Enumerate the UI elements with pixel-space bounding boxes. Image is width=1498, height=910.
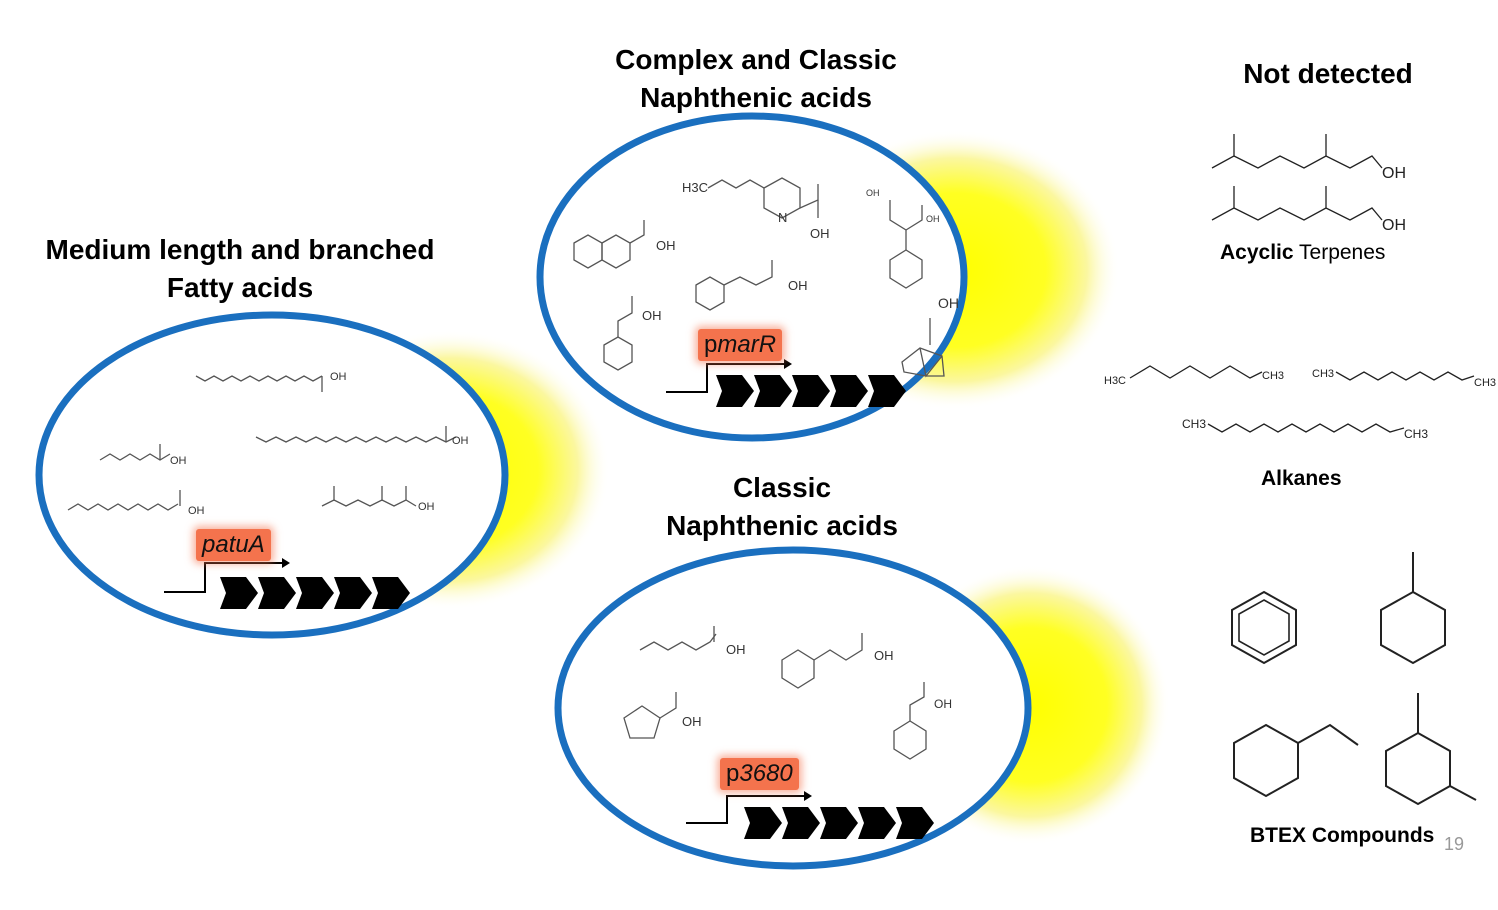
oh-label-1: OH (330, 371, 347, 383)
promoter-label-patuA: patuA (196, 529, 271, 561)
oh-label-10: OH (938, 295, 959, 311)
cyclopentane-acid (659, 692, 677, 719)
oh-label-terpene-2: OH (1382, 217, 1406, 234)
ch3-label-alkane-5: CH3 (1404, 427, 1428, 441)
molecule-butyl-pyridine (707, 179, 765, 189)
promoter-p3680-prefix: p (726, 760, 740, 787)
benzene (1231, 590, 1297, 665)
phenyl-ring-2 (781, 649, 815, 689)
arrowhead-fatty (282, 558, 290, 568)
fatty-acids-title: Medium length and branched Fatty acids (20, 231, 460, 307)
operon-fatty (220, 577, 410, 609)
tetralin-ring-b (601, 234, 631, 269)
complex-title-line1: Complex and Classic (615, 44, 897, 75)
not-detected-title: Not detected (1243, 58, 1413, 89)
phenyl-chain-2 (813, 633, 863, 661)
promoter-pmarR-text: marR (717, 331, 777, 358)
oh-label-15: OH (682, 714, 702, 729)
h3c-label-1: H3C (682, 180, 708, 195)
acyclic-bold: Acyclic (1220, 241, 1294, 264)
cyclohexyl-chain-2 (909, 682, 925, 721)
cyclohexyl-succinic-chain-2 (905, 205, 923, 231)
oh-label-16: OH (934, 697, 952, 711)
oh-label-13: OH (726, 642, 746, 657)
promoter-pmarR-prefix: p (704, 331, 718, 358)
ch3-label-alkane-1: CH3 (1262, 370, 1284, 382)
ch3-label-alkane-4: CH3 (1182, 417, 1206, 431)
classic-naphthenic-title: Classic Naphthenic acids (632, 469, 932, 545)
operon-complex (716, 375, 906, 407)
oh-label-5: OH (418, 501, 435, 513)
ch3-label-alkane-3: CH3 (1474, 377, 1496, 389)
alkanes-label: Alkanes (1261, 467, 1342, 490)
promoter-label-pmarR: pmarR (698, 329, 783, 361)
promoter-label-p3680: p3680 (720, 758, 799, 790)
toluene (1380, 590, 1446, 665)
terpene-2-chain (1233, 207, 1383, 221)
terpene-1-chain (1233, 155, 1383, 169)
promoter-p3680-text: 3680 (739, 760, 793, 787)
oh-label-14: OH (874, 648, 894, 663)
promoter-patuA-text: patuA (202, 531, 265, 558)
fatty-title-line2: Fatty acids (166, 272, 314, 303)
cyclohexyl-succinic-chain (889, 200, 907, 250)
oh-label-11: OH (866, 188, 880, 198)
phenylpropanoic-ring (695, 276, 725, 311)
molecule-long-chain-1 (195, 375, 323, 382)
alkane-hexane (1129, 365, 1263, 379)
oh-label-7: OH (656, 238, 676, 253)
ethylbenzene (1233, 723, 1299, 798)
btex-label: BTEX Compounds (1250, 824, 1435, 847)
benzene-inner (1238, 599, 1290, 656)
arrowhead-classic (804, 791, 812, 801)
terpene-1 (1211, 134, 1235, 169)
molecule-decanoic (67, 503, 179, 511)
promoter-arrow-complex (666, 363, 784, 393)
cell-fatty (35, 311, 509, 639)
molecule-hexanoic (99, 453, 171, 461)
h3c-label-alkane: H3C (1104, 375, 1126, 387)
molecule-hexanoic-2 (639, 633, 717, 651)
cell-classic (554, 546, 1032, 870)
xylene (1385, 731, 1451, 806)
cyclohexyl-acetic-chain (617, 296, 633, 337)
slide-number: 19 (1444, 834, 1465, 854)
tetralin-acid (629, 220, 645, 244)
complex-naphthenic-title: Complex and Classic Naphthenic acids (556, 41, 956, 117)
phenylpropanoic-chain (723, 260, 773, 286)
molecule-long-chain-2 (255, 436, 457, 443)
promoter-arrow-fatty (164, 562, 282, 593)
oh-label-6: OH (810, 226, 830, 241)
fatty-title-line1: Medium length and branched (45, 234, 435, 265)
adamantane-inner (919, 347, 943, 378)
oh-label-3: OH (452, 435, 469, 447)
operon-classic (744, 807, 934, 839)
classic-title-line1: Classic (732, 472, 832, 503)
n-label-1: N (778, 210, 787, 225)
cell-complex (536, 112, 968, 442)
oh-label-12: OH (926, 214, 940, 224)
ch3-label-alkane-2: CH3 (1312, 368, 1334, 380)
alkane-decane (1335, 371, 1475, 381)
cyclopentane-ring (623, 705, 661, 739)
xylene-methyl-2 (1449, 785, 1477, 801)
acyclic-terpenes-label: Acyclic Terpenes (1220, 241, 1385, 265)
promoter-arrow-classic (686, 795, 804, 824)
classic-title-line2: Naphthenic acids (666, 510, 898, 541)
oh-label-2: OH (170, 455, 187, 467)
terpenes-text: Terpenes (1293, 241, 1386, 264)
oh-label-9: OH (642, 308, 662, 323)
complex-title-line2: Naphthenic acids (640, 82, 872, 113)
molecule-branched (321, 499, 417, 507)
terpene-2 (1211, 186, 1235, 221)
alkane-dodecane (1207, 423, 1405, 433)
oh-label-8: OH (788, 278, 808, 293)
ethylbenzene-ethyl (1297, 723, 1359, 746)
oh-label-4: OH (188, 505, 205, 517)
oh-label-terpene-1: OH (1382, 165, 1406, 182)
arrowhead-complex (784, 359, 792, 369)
